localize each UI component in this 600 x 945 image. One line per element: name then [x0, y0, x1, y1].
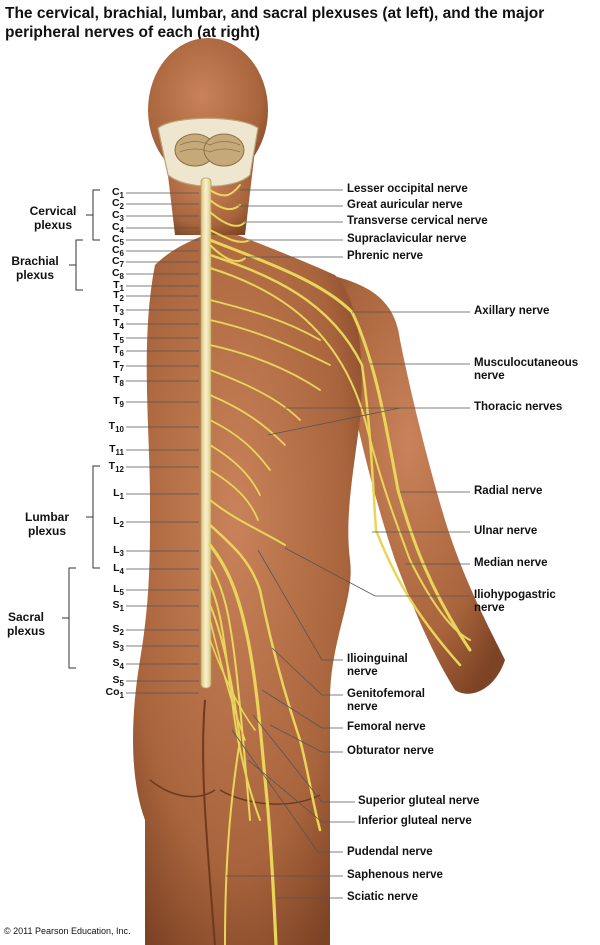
segment-label: L4 — [113, 562, 124, 577]
plexus-label-cervical: Cervical plexus — [29, 204, 77, 232]
segment-label: L1 — [113, 487, 124, 502]
segment-label: Co1 — [105, 686, 124, 701]
nerve-label-femoral: Femoral nerve — [347, 721, 426, 733]
segment-label: S1 — [112, 599, 124, 614]
segment-label: S5 — [112, 674, 124, 689]
segment-label: C2 — [111, 197, 124, 212]
body-silhouette — [133, 38, 505, 945]
segment-label: C4 — [111, 221, 124, 236]
nerve-label-ilioinguinal: Ilioinguinal nerve — [347, 653, 408, 678]
segment-label: C6 — [111, 244, 124, 259]
segment-label: T1 — [113, 279, 124, 294]
plexus-label-lumbar: Lumbar plexus — [24, 510, 69, 538]
segment-label: L2 — [113, 515, 124, 530]
spinal-cord — [200, 177, 212, 689]
segment-label: T11 — [109, 443, 124, 458]
segment-label: C7 — [111, 255, 124, 270]
nerve-label-ulnar: Ulnar nerve — [474, 525, 538, 537]
segment-label: L3 — [113, 544, 124, 559]
nerve-label-median: Median nerve — [474, 557, 548, 569]
nerve-label-musculocutaneous: Musculocutaneous nerve — [474, 357, 579, 382]
segment-label: T9 — [113, 395, 124, 410]
segment-label: T7 — [113, 359, 124, 374]
skull-cutaway — [157, 117, 259, 187]
figure-title: The cervical, brachial, lumbar, and sacr… — [5, 5, 545, 41]
nerve-label-great-auricular: Great auricular nerve — [347, 199, 463, 211]
nerve-label-axillary: Axillary nerve — [474, 305, 550, 317]
segment-label: C8 — [111, 267, 124, 282]
nerve-label-pudendal: Pudendal nerve — [347, 846, 433, 858]
segment-label: C5 — [111, 233, 124, 248]
segment-label: T12 — [108, 460, 124, 475]
nerve-label-phrenic: Phrenic nerve — [347, 250, 424, 262]
segment-label: L5 — [113, 583, 124, 598]
segment-label: T10 — [108, 420, 124, 435]
copyright-notice: © 2011 Pearson Education, Inc. — [4, 926, 131, 936]
nerve-label-lesser-occipital: Lesser occipital nerve — [347, 183, 468, 195]
plexus-label-brachial: Brachial plexus — [11, 254, 59, 282]
nerve-label-obturator: Obturator nerve — [347, 745, 434, 757]
nerve-label-genitofemoral: Genitofemoral nerve — [347, 688, 425, 713]
nerve-label-iliohypogastric: Iliohypogastric nerve — [474, 589, 556, 614]
segment-label: C3 — [111, 209, 124, 224]
nerve-network — [208, 184, 472, 945]
segment-label: T2 — [113, 289, 124, 304]
plexus-brackets — [62, 189, 100, 669]
segment-label: S3 — [112, 639, 124, 654]
nerve-label-saphenous: Saphenous nerve — [347, 869, 443, 881]
segment-label: T4 — [113, 317, 124, 332]
nerve-label-thoracic: Thoracic nerves — [474, 401, 563, 413]
segment-label: T5 — [113, 331, 124, 346]
segment-label: S4 — [112, 657, 124, 672]
plexus-label-sacral: Sacral plexus — [6, 610, 45, 638]
segment-label: T8 — [113, 374, 124, 389]
nerve-label-radial: Radial nerve — [474, 485, 543, 497]
segment-label: T6 — [113, 344, 124, 359]
segment-leaders — [126, 192, 199, 694]
nerve-label-inferior-gluteal: Inferior gluteal nerve — [358, 815, 472, 827]
nerve-label-superior-gluteal: Superior gluteal nerve — [358, 795, 480, 807]
nerve-leaders — [226, 189, 470, 899]
segment-label: C1 — [111, 186, 124, 201]
nerve-label-supraclavicular: Supraclavicular nerve — [347, 233, 467, 245]
segment-label: T3 — [113, 303, 124, 318]
segment-label: S2 — [112, 623, 124, 638]
nerve-label-sciatic: Sciatic nerve — [347, 891, 418, 903]
nerve-label-transverse-cervical: Transverse cervical nerve — [347, 215, 488, 227]
